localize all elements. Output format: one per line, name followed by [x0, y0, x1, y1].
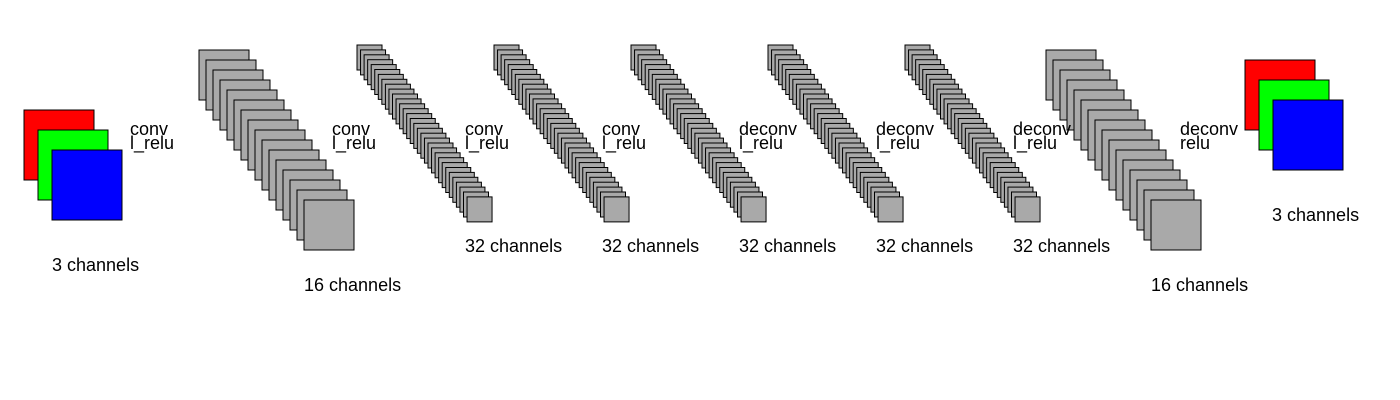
activation-label: l_relu: [602, 133, 646, 154]
conv2-layer: [356, 44, 493, 223]
activation-label: l_relu: [1013, 133, 1057, 154]
deconv1-layer: [767, 44, 904, 223]
operation-label: conv: [130, 119, 168, 139]
layer-channel-label: 32 channels: [465, 236, 562, 256]
feature-map: [1272, 99, 1344, 171]
operation-label: deconv: [1180, 119, 1238, 139]
layer-channel-label: 3 channels: [52, 255, 139, 275]
feature-map: [740, 196, 767, 223]
conv1-layer: [198, 49, 355, 251]
operation-label: deconv: [1013, 119, 1071, 139]
feature-map: [303, 199, 355, 251]
operation-label: conv: [602, 119, 640, 139]
deconv2-layer: [904, 44, 1041, 223]
feature-map: [466, 196, 493, 223]
activation-label: l_relu: [130, 133, 174, 154]
feature-map: [51, 149, 123, 221]
input-layer: [23, 109, 123, 221]
activation-label: relu: [1180, 133, 1210, 153]
conv3-layer: [493, 44, 630, 223]
operation-label: deconv: [876, 119, 934, 139]
output-layer: [1244, 59, 1344, 171]
feature-map: [1150, 199, 1202, 251]
layer-channel-label: 32 channels: [602, 236, 699, 256]
activation-label: l_relu: [876, 133, 920, 154]
activation-label: l_relu: [739, 133, 783, 154]
feature-map: [877, 196, 904, 223]
layer-channel-label: 32 channels: [876, 236, 973, 256]
feature-map: [603, 196, 630, 223]
operation-label: conv: [332, 119, 370, 139]
operation-label: conv: [465, 119, 503, 139]
layer-channel-label: 32 channels: [739, 236, 836, 256]
conv4-layer: [630, 44, 767, 223]
activation-label: l_relu: [465, 133, 509, 154]
layer-channel-label: 32 channels: [1013, 236, 1110, 256]
feature-map: [1014, 196, 1041, 223]
layer-channel-label: 16 channels: [304, 275, 401, 295]
layer-channel-label: 3 channels: [1272, 205, 1359, 225]
deconv3-layer: [1045, 49, 1202, 251]
activation-label: l_relu: [332, 133, 376, 154]
layer-channel-label: 16 channels: [1151, 275, 1248, 295]
operation-label: deconv: [739, 119, 797, 139]
